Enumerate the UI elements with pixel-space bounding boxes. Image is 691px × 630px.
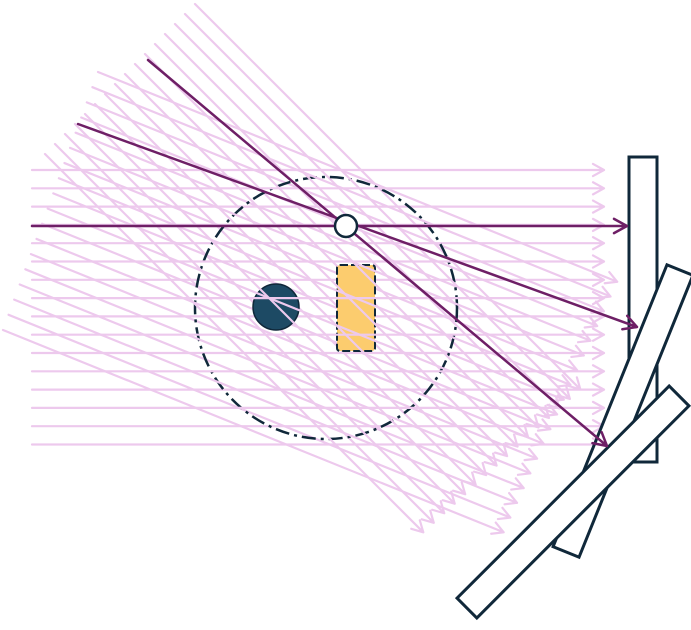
faint-ray-shallow bbox=[13, 298, 519, 506]
faint-ray-horizontal bbox=[30, 400, 606, 416]
faint-ray-steep bbox=[183, 12, 572, 401]
faint-ray-shallow bbox=[74, 131, 592, 344]
highlight-ray-horizontal bbox=[30, 217, 629, 235]
faint-ray-horizontal bbox=[30, 327, 606, 342]
highlight-ray-steep bbox=[146, 58, 609, 448]
faint-ray-shallow bbox=[63, 161, 579, 373]
faint-ray-shallow bbox=[29, 253, 539, 462]
faint-ray-steep bbox=[193, 2, 582, 391]
faint-ray-steep bbox=[123, 72, 509, 458]
faint-ray-shallow bbox=[46, 207, 559, 417]
faint-ray-shallow bbox=[35, 237, 545, 447]
faint-ray-horizontal bbox=[30, 382, 606, 397]
focal-point-marker bbox=[333, 213, 359, 239]
faint-ray-shallow bbox=[1, 328, 505, 535]
faint-ray-shallow bbox=[91, 86, 612, 300]
faint-ray-shallow bbox=[96, 70, 619, 285]
faint-ray-horizontal bbox=[30, 364, 606, 379]
faint-ray-steep bbox=[83, 112, 467, 496]
faint-rays-overlay bbox=[1, 12, 612, 535]
faint-ray-horizontal bbox=[30, 254, 606, 269]
faint-ray-shallow bbox=[41, 222, 552, 432]
detector-tilted-2 bbox=[454, 383, 691, 621]
faint-ray-steep bbox=[43, 152, 425, 534]
faint-ray-steep bbox=[53, 142, 435, 524]
faint-ray-shallow bbox=[24, 268, 532, 476]
scan-field-circle bbox=[193, 175, 459, 441]
faint-ray-steep bbox=[63, 132, 446, 515]
faint-ray-shallow bbox=[18, 283, 525, 491]
faint-ray-horizontal bbox=[30, 236, 606, 251]
faint-ray-steep bbox=[143, 52, 530, 439]
faint-ray-shallow bbox=[7, 313, 512, 521]
faint-ray-shallow bbox=[68, 146, 585, 359]
